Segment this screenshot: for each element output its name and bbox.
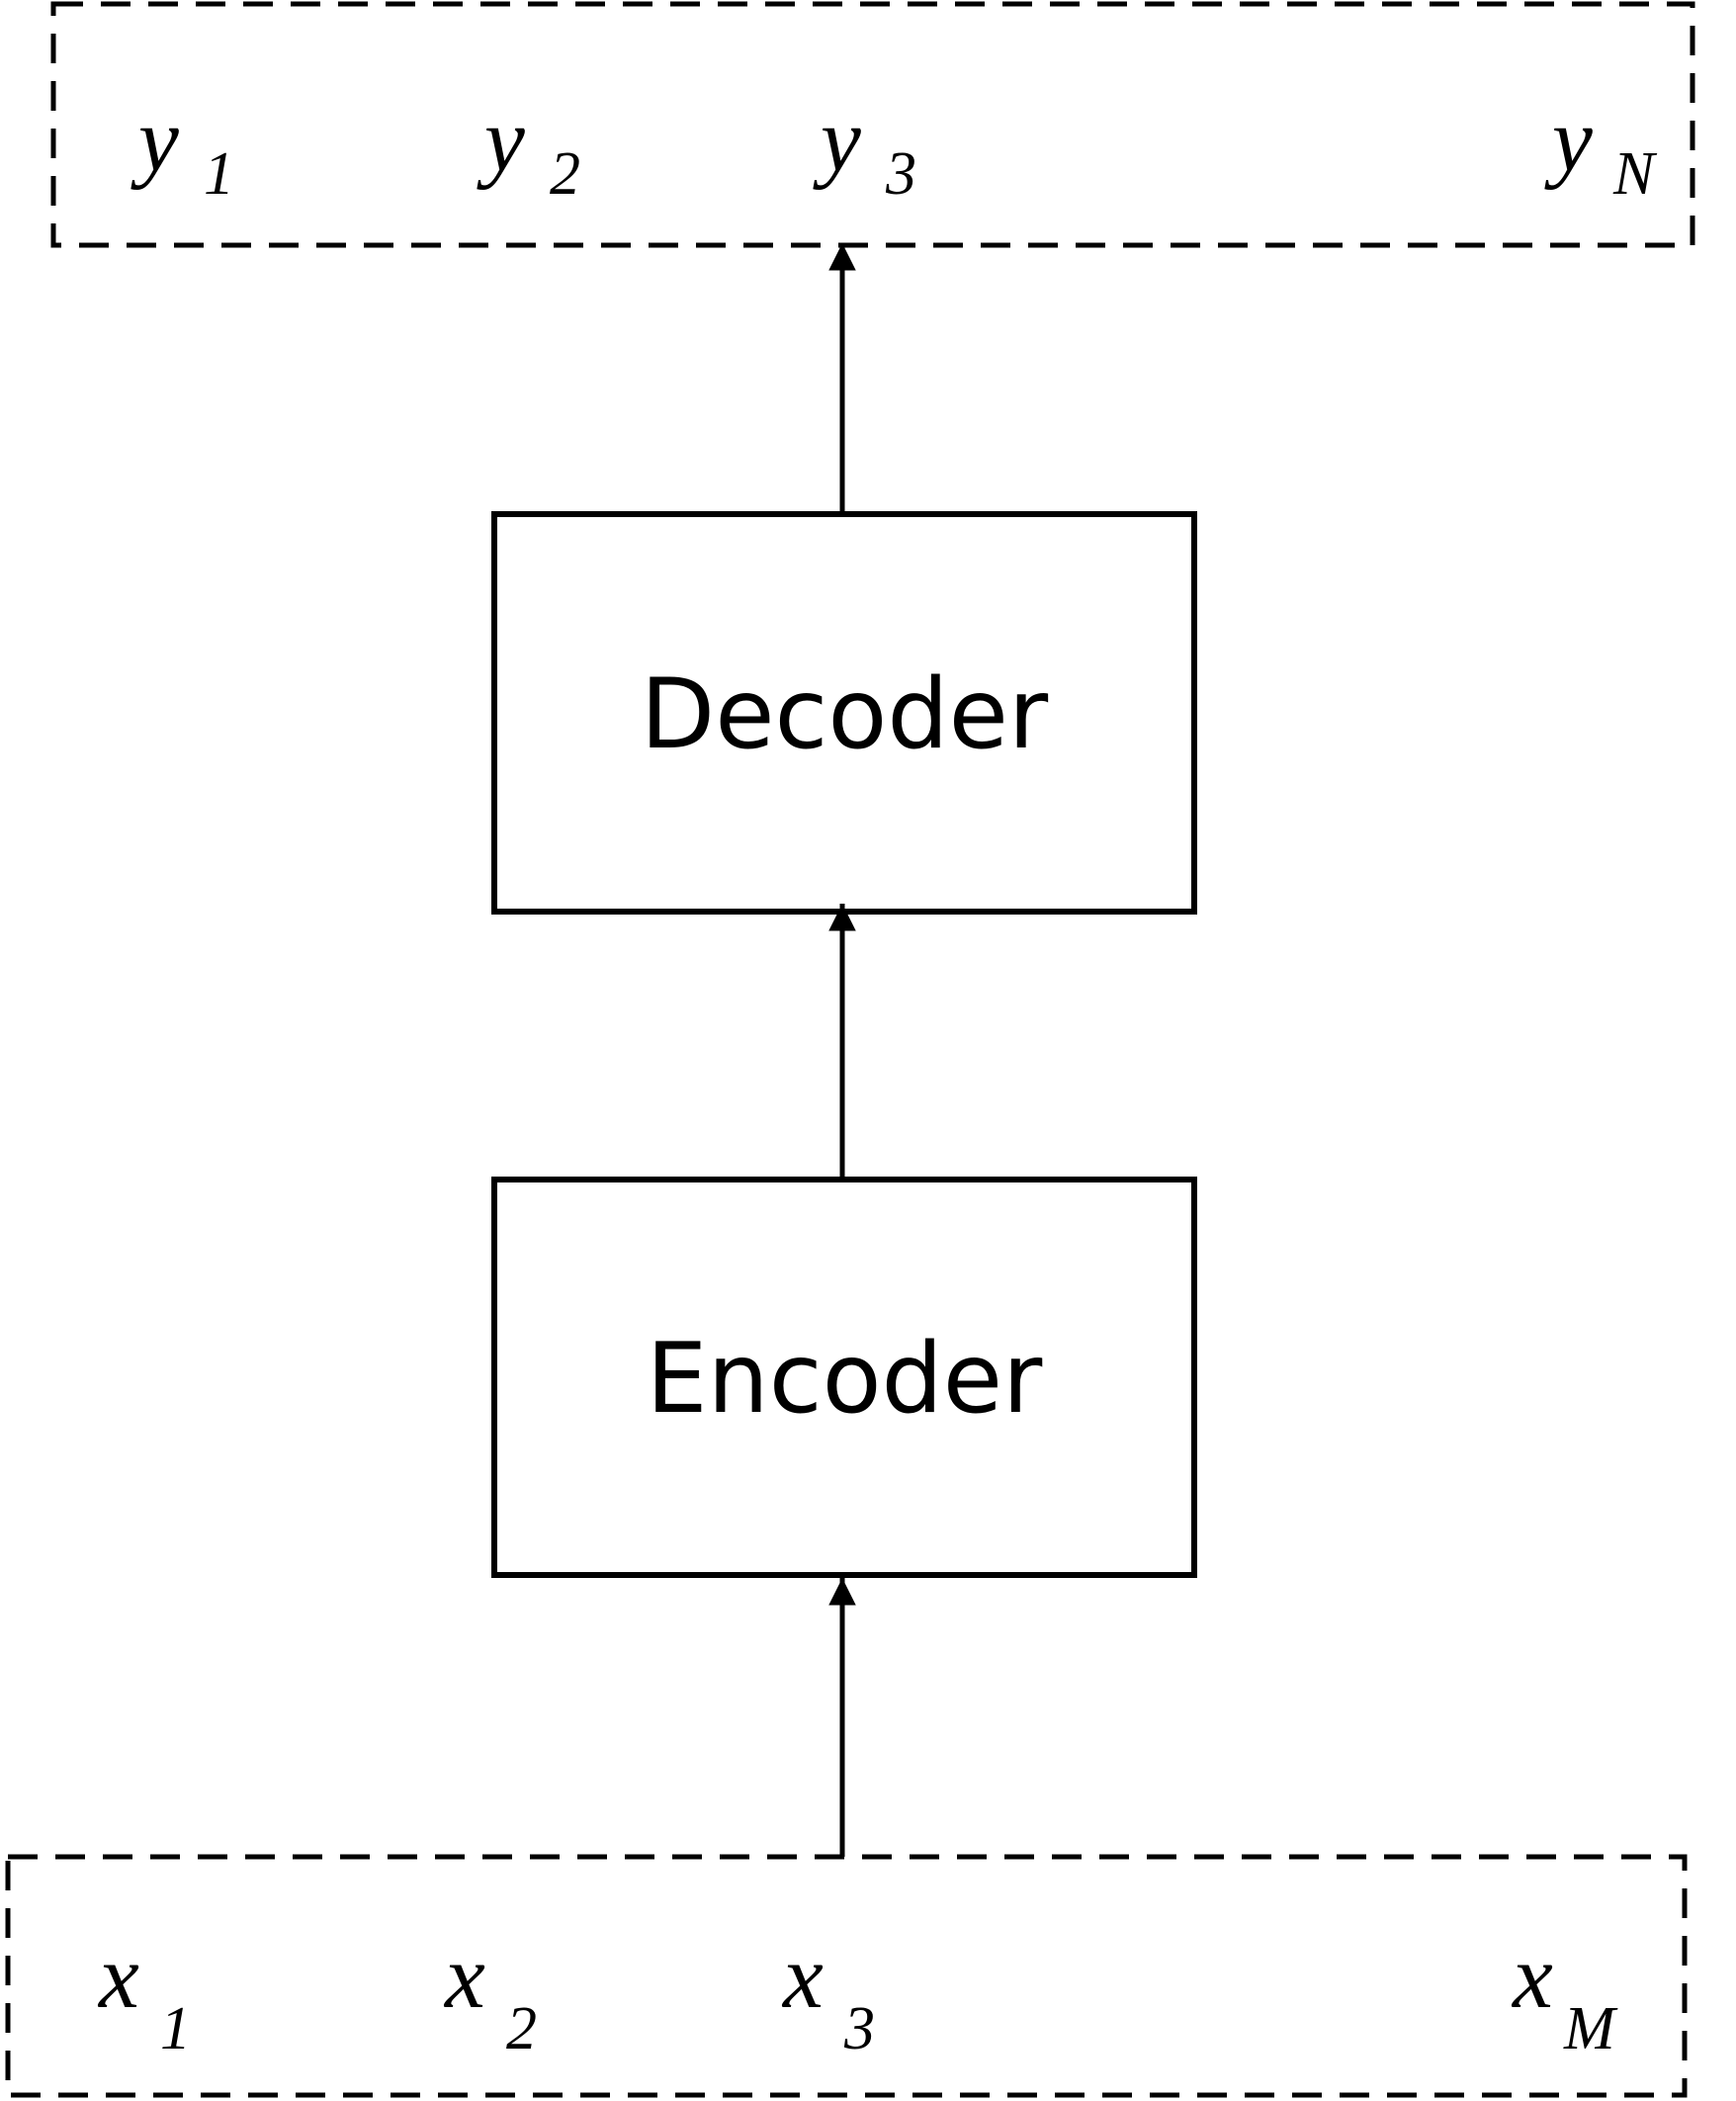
encoder-block	[491, 1177, 1197, 1578]
output-token-y3: y 3	[813, 89, 916, 208]
output-token-y2: y 2	[477, 89, 580, 208]
input-token-base: x	[1511, 1926, 1553, 2027]
input-token-base: x	[97, 1926, 139, 2027]
encoder-label: Encoder	[647, 1323, 1043, 1436]
input-token-x2: x 2	[443, 1926, 537, 2062]
input-token-x3: x 3	[781, 1926, 875, 2062]
output-token-yN: y N	[1544, 89, 1658, 208]
output-token-base: y	[1544, 89, 1593, 190]
input-token-base: x	[443, 1926, 485, 2027]
output-token-base: y	[477, 89, 525, 190]
input-sequence-box	[5, 1854, 1688, 2098]
output-token-sub: 2	[550, 140, 580, 208]
input-token-base: x	[781, 1926, 824, 2027]
input-token-x1: x 1	[97, 1926, 191, 2062]
decoder-block	[491, 511, 1197, 915]
input-token-xM: x M	[1511, 1926, 1618, 2062]
output-token-y1: y 1	[130, 89, 234, 208]
input-token-sub: 2	[506, 1995, 537, 2062]
output-sequence-box	[50, 1, 1695, 248]
input-token-sub: M	[1563, 1995, 1618, 2062]
output-token-sub: N	[1612, 140, 1658, 208]
input-token-sub: 3	[843, 1995, 875, 2062]
output-token-sub: 3	[885, 140, 916, 208]
decoder-label: Decoder	[641, 658, 1049, 771]
input-token-sub: 1	[160, 1995, 191, 2062]
output-token-base: y	[813, 89, 861, 190]
output-token-sub: 1	[204, 140, 234, 208]
output-token-base: y	[130, 89, 179, 190]
